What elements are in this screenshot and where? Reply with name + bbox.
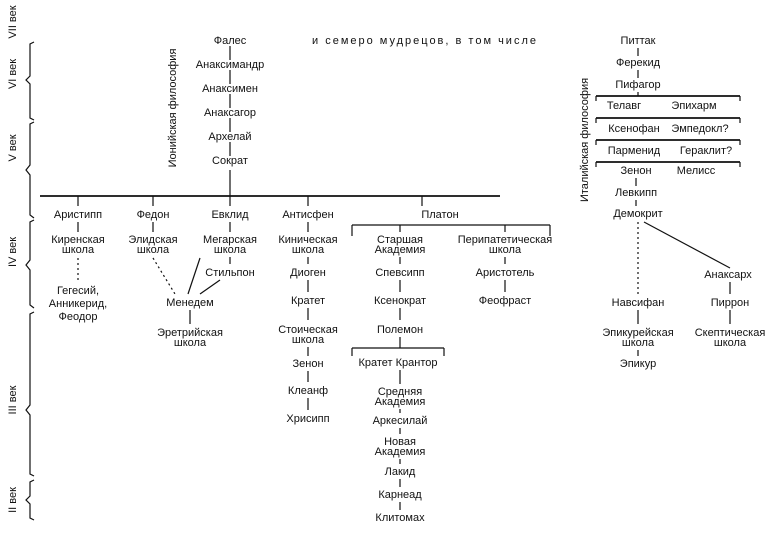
person-lacydes: Лакид (385, 466, 416, 478)
platonic-branch: Платон Старшая Академия Спевсипп Ксенокр… (351, 209, 552, 524)
person-heraclitus: Гераклит? (680, 145, 732, 157)
person-parmenides: Парменид (608, 145, 661, 157)
persons-crates-crantor: Кратет Крантор (358, 357, 437, 369)
eretrian-school-line1: Эретрийская (157, 327, 223, 339)
person-zeno-of-elea: Зенон (620, 165, 651, 177)
century-iii: III век (7, 385, 19, 414)
century-iv: IV век (7, 237, 19, 267)
elian-school-line2: школа (137, 244, 170, 256)
brace-iv-century (25, 219, 35, 309)
atomist-branch: Анаксарх Навсифан Пиррон Эпикурейская шк… (602, 221, 766, 370)
century-vi: VI век (7, 59, 19, 89)
cyrenaic-school-line1: Киренская (51, 234, 105, 246)
skeptic-school-line2: школа (714, 337, 747, 349)
century-ii: II век (7, 487, 19, 513)
person-pittacus: Питтак (621, 35, 656, 47)
old-academy-line1: Старшая (377, 234, 423, 246)
middle-academy-line1: Средняя (378, 386, 422, 398)
century-vii: VII век (7, 5, 19, 38)
cyrenaic-school-line2: школа (62, 244, 95, 256)
person-theophrastus: Феофраст (479, 295, 531, 307)
person-chrysippus: Хрисипп (286, 413, 329, 425)
person-xenophanes: Ксенофан (608, 123, 659, 135)
seven-sages-note: и семеро мудрецов, в том числе (312, 35, 538, 47)
century-v: V век (7, 134, 19, 161)
new-academy-line1: Новая (384, 436, 416, 448)
megarian-school-line2: школа (214, 244, 247, 256)
person-euclid: Евклид (211, 209, 249, 221)
epicurean-school-line2: школа (622, 337, 655, 349)
person-empedocles: Эмпедокл? (671, 123, 728, 135)
person-phaedo: Федон (137, 209, 170, 221)
person-anaximenes: Анаксимен (202, 83, 258, 95)
person-telauges: Телавг (607, 100, 641, 112)
person-epicurus: Эпикур (620, 358, 656, 370)
person-clitomachus: Клитомах (375, 512, 425, 524)
person-diogenes: Диоген (290, 267, 326, 279)
megarian-school-line1: Мегарская (203, 234, 257, 246)
person-pherecydes: Ферекид (616, 57, 661, 69)
elian-school-line1: Элидская (128, 234, 177, 246)
person-socrates: Сократ (212, 155, 248, 167)
socratic-schools: Аристипп Киренская школа Гегесий, Аннике… (40, 195, 500, 349)
ionian-label: Ионийская философия (167, 49, 179, 168)
eretrian-school-line2: школа (174, 337, 207, 349)
person-nausiphanes: Навсифан (612, 297, 665, 309)
person-menedemus: Менедем (166, 297, 213, 309)
stoic-school-line2: школа (292, 334, 325, 346)
cynic-stoic-branch: Антисфен Киническая школа Диоген Кратет … (278, 209, 338, 425)
brace-v-century (25, 121, 35, 219)
person-archelaus: Архелай (208, 131, 251, 143)
century-scale: VII век VI век V век IV век III век II в… (7, 5, 35, 521)
person-polemo: Полемон (377, 324, 423, 336)
person-theodorus: Феодор (58, 311, 97, 323)
stoic-school-line1: Стоическая (278, 324, 338, 336)
person-xenocrates: Ксенократ (374, 295, 426, 307)
person-speusippus: Спевсипп (375, 267, 424, 279)
peripatetic-school-line1: Перипатетическая (458, 234, 552, 246)
person-crates: Кратет (291, 295, 325, 307)
person-antisthenes: Антисфен (282, 209, 333, 221)
person-leucippus: Левкипп (615, 187, 657, 199)
person-anniceris: Анникерид, (49, 298, 107, 310)
person-anaxarchus: Анаксарх (704, 269, 752, 281)
person-thales: Фалес (214, 35, 247, 47)
ionian-branch: Ионийская философия Фалес Анаксимандр Ан… (167, 35, 264, 196)
person-aristotle: Аристотель (476, 267, 535, 279)
person-melissus: Мелисс (677, 165, 716, 177)
italian-label: Италийская философия (579, 78, 591, 202)
cynic-school-line1: Киническая (278, 234, 337, 246)
peripatetic-school-line2: школа (489, 244, 522, 256)
italian-branch: Италийская философия Питтак Ферекид Пифа… (579, 35, 741, 220)
brace-iii-century (25, 311, 35, 477)
cynic-school-line2: школа (292, 244, 325, 256)
skeptic-school-line1: Скептическая (695, 327, 766, 339)
person-aristippus: Аристипп (54, 209, 102, 221)
brace-vi-century (25, 41, 35, 121)
person-cleanthes: Клеанф (288, 385, 328, 397)
middle-academy-line2: Академия (375, 396, 426, 408)
brace-ii-century (25, 479, 35, 521)
person-epicharmus: Эпихарм (671, 100, 716, 112)
epicurean-school-line1: Эпикурейская (602, 327, 673, 339)
person-zeno-of-citium: Зенон (292, 358, 323, 370)
person-carneades: Карнеад (378, 489, 422, 501)
old-academy-line2: Академия (375, 244, 426, 256)
person-pythagoras: Пифагор (615, 79, 660, 91)
person-pyrrho: Пиррон (711, 297, 749, 309)
person-hegesias: Гегесий, (57, 285, 99, 297)
person-democritus: Демокрит (613, 208, 662, 220)
person-stilpo: Стильпон (205, 267, 254, 279)
person-anaxagoras: Анаксагор (204, 107, 256, 119)
person-arcesilaus: Аркесилай (373, 415, 428, 427)
person-anaximander: Анаксимандр (196, 59, 264, 71)
person-plato: Платон (421, 209, 458, 221)
new-academy-line2: Академия (375, 446, 426, 458)
